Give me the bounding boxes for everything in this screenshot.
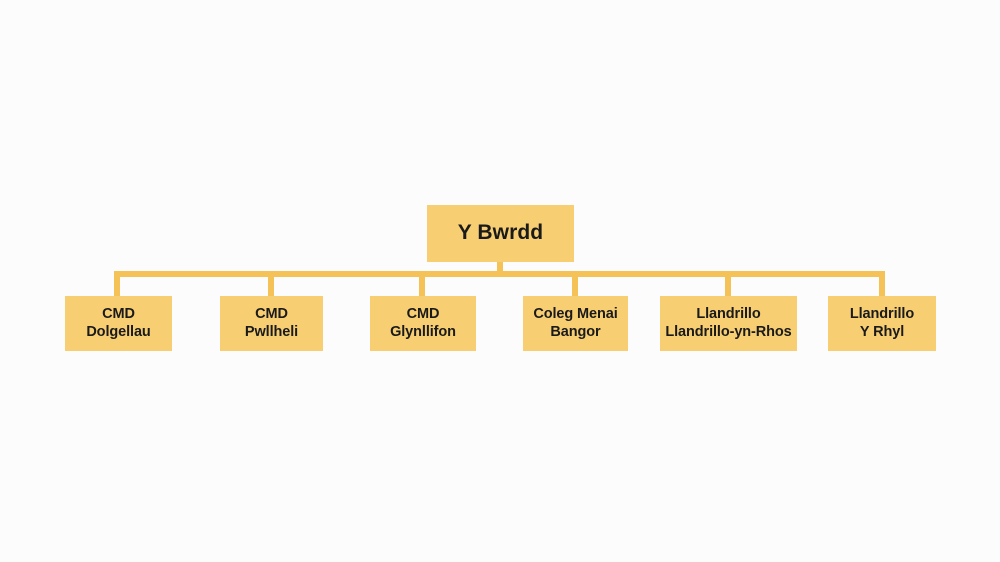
node-label-root: Y Bwrdd — [457, 221, 544, 245]
node-llandrillo-yn-rhos[interactable]: Llandrillo Llandrillo-yn-Rhos — [660, 296, 797, 351]
node-llandrillo-y-rhyl[interactable]: Llandrillo Y Rhyl — [828, 296, 936, 351]
node-cmd-glynllifon[interactable]: CMD Glynllifon — [370, 296, 476, 351]
node-label-llandrillo-y-rhyl: Llandrillo Y Rhyl — [849, 306, 915, 340]
node-cmd-pwllheli[interactable]: CMD Pwllheli — [220, 296, 323, 351]
node-y-bwrdd[interactable]: Y Bwrdd — [427, 205, 574, 262]
node-label-cmd-pwllheli: CMD Pwllheli — [244, 306, 299, 340]
node-label-cmd-glynllifon: CMD Glynllifon — [390, 306, 456, 340]
node-label-coleg-menai-bangor: Coleg Menai Bangor — [533, 306, 618, 340]
node-label-cmd-dolgellau: CMD Dolgellau — [86, 306, 151, 340]
node-cmd-dolgellau[interactable]: CMD Dolgellau — [65, 296, 172, 351]
node-label-llandrillo-yn-rhos: Llandrillo Llandrillo-yn-Rhos — [665, 306, 792, 340]
node-coleg-menai-bangor[interactable]: Coleg Menai Bangor — [523, 296, 628, 351]
